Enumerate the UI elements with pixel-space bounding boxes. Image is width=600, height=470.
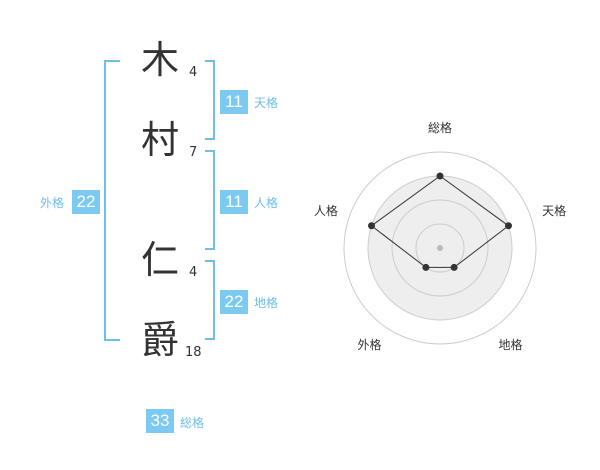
stroke-count-3: 4 [189,265,198,280]
soukaku-badge: 33 [146,409,174,433]
radar-axis-label-3: 地格 [498,337,522,352]
radar-point-1 [436,172,444,180]
radar-point-3 [450,263,458,271]
radar-point-4 [422,263,430,271]
radar-axis-label-5: 人格 [314,203,338,218]
soukaku-label: 総格 [180,416,205,430]
jinkaku-label: 人格 [254,196,279,210]
jinkaku-badge: 11 [220,190,248,214]
name-char-1: 木 [140,38,179,82]
gaikaku-bracket [104,60,120,341]
radar-axis-label-1: 総格 [428,120,452,135]
radar-value-polygon [370,175,510,268]
jinkaku-bracket [205,150,215,250]
name-char-3: 仁 [140,238,179,282]
chikaku-badge: 22 [220,290,248,314]
chikaku-bracket [205,260,215,340]
tenkaku-label: 天格 [254,96,279,110]
stroke-count-4: 18 [185,345,202,360]
name-char-4: 爵 [140,318,179,362]
radar-point-2 [504,222,512,230]
gaikaku-label: 外格 [40,196,65,210]
stroke-count-2: 7 [189,145,198,160]
stroke-count-1: 4 [189,65,198,80]
name-char-2: 村 [140,118,179,162]
tenkaku-badge: 11 [220,90,248,114]
radar-ring-1 [415,223,465,273]
radar-center-dot [437,245,443,251]
radar-ring-4 [343,151,537,345]
radar-points [368,172,512,271]
chikaku-label: 地格 [254,296,279,310]
radar-axis-label-2: 天格 [542,203,566,218]
tenkaku-bracket [205,60,215,140]
radar-point-5 [368,222,376,230]
gaikaku-badge: 22 [72,190,100,214]
radar-ring-2 [391,199,489,297]
radar-axis-label-4: 外格 [357,337,381,352]
